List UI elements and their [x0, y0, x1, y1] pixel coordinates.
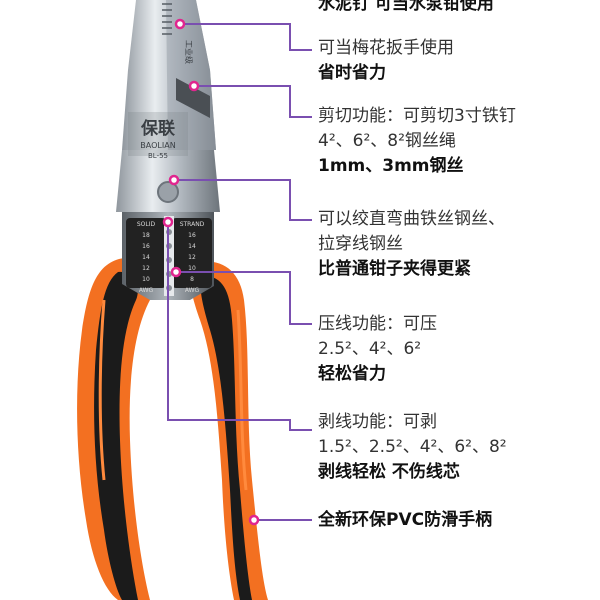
gauge-right-4: 10: [188, 265, 196, 272]
feature-twisting: 可以绞直弯曲铁丝钢丝、 拉穿线钢丝 比普通钳子夹得更紧: [318, 207, 505, 282]
callout-lines: [167, 23, 312, 521]
feature-crimping: 压线功能：可压 2.5²、4²、6² 轻松省力: [318, 312, 437, 387]
gauge-right-3: 12: [188, 254, 196, 261]
brand-logo: 保联: [140, 118, 175, 139]
feature-crimping-line2: 2.5²、4²、6²: [318, 339, 422, 359]
feature-cutting: 剪切功能：可剪切3寸铁钉 4²、6²、8²钢丝绳 1mm、3mm钢丝: [318, 104, 516, 179]
feature-wrench: 可当梅花扳手使用 省时省力: [318, 36, 454, 86]
gauge-left-2: 16: [142, 243, 150, 250]
feature-wrench-line1: 可当梅花扳手使用: [318, 38, 454, 58]
gauge-right-0: STRAND: [180, 221, 205, 228]
feature-wrench-bold: 省时省力: [318, 63, 386, 83]
top-feature-cut: 水泥钉 可当水泵钳使用: [318, 0, 494, 14]
feature-handle: 全新环保PVC防滑手柄: [318, 508, 492, 533]
right-handle: [189, 261, 268, 600]
feature-twisting-line2: 拉穿线钢丝: [318, 234, 403, 254]
gauge-left-4: 12: [142, 265, 150, 272]
gauge-left-5: 10: [142, 276, 150, 283]
feature-cutting-line1: 剪切功能：可剪切3寸铁钉: [318, 106, 516, 126]
jaw-mark: 工业级: [184, 40, 194, 64]
feature-stripping-line1: 剥线功能：可剥: [318, 412, 437, 432]
callout-dots: [162, 18, 260, 526]
feature-stripping: 剥线功能：可剥 1.5²、2.5²、4²、6²、8² 剥线轻松 不伤线芯: [318, 410, 507, 485]
feature-crimping-bold: 轻松省力: [318, 364, 386, 384]
brand-name: BAOLIAN: [140, 141, 175, 150]
feature-stripping-line2: 1.5²、2.5²、4²、6²、8²: [318, 437, 507, 457]
feature-crimping-line1: 压线功能：可压: [318, 314, 437, 334]
gauge-right-1: 16: [188, 232, 196, 239]
feature-twisting-bold: 比普通钳子夹得更紧: [318, 259, 471, 279]
gauge-left-1: 18: [142, 232, 150, 239]
gauge-right-2: 14: [188, 243, 196, 250]
gauge-right-5: 8: [190, 276, 194, 283]
left-handle: [77, 258, 153, 600]
gauge-left-3: 14: [142, 254, 150, 261]
gauge-left-0: SOLID: [137, 221, 156, 228]
feature-twisting-line1: 可以绞直弯曲铁丝钢丝、: [318, 209, 505, 229]
feature-cutting-line2: 4²、6²、8²钢丝绳: [318, 131, 456, 151]
feature-handle-bold: 全新环保PVC防滑手柄: [318, 510, 493, 530]
feature-cutting-bold: 1mm、3mm钢丝: [318, 156, 464, 176]
gauge-left-6: AWG: [139, 287, 154, 294]
feature-stripping-bold: 剥线轻松 不伤线芯: [318, 462, 460, 482]
gauge-right-6: AWG: [185, 287, 200, 294]
brand-model: BL-55: [148, 152, 168, 160]
